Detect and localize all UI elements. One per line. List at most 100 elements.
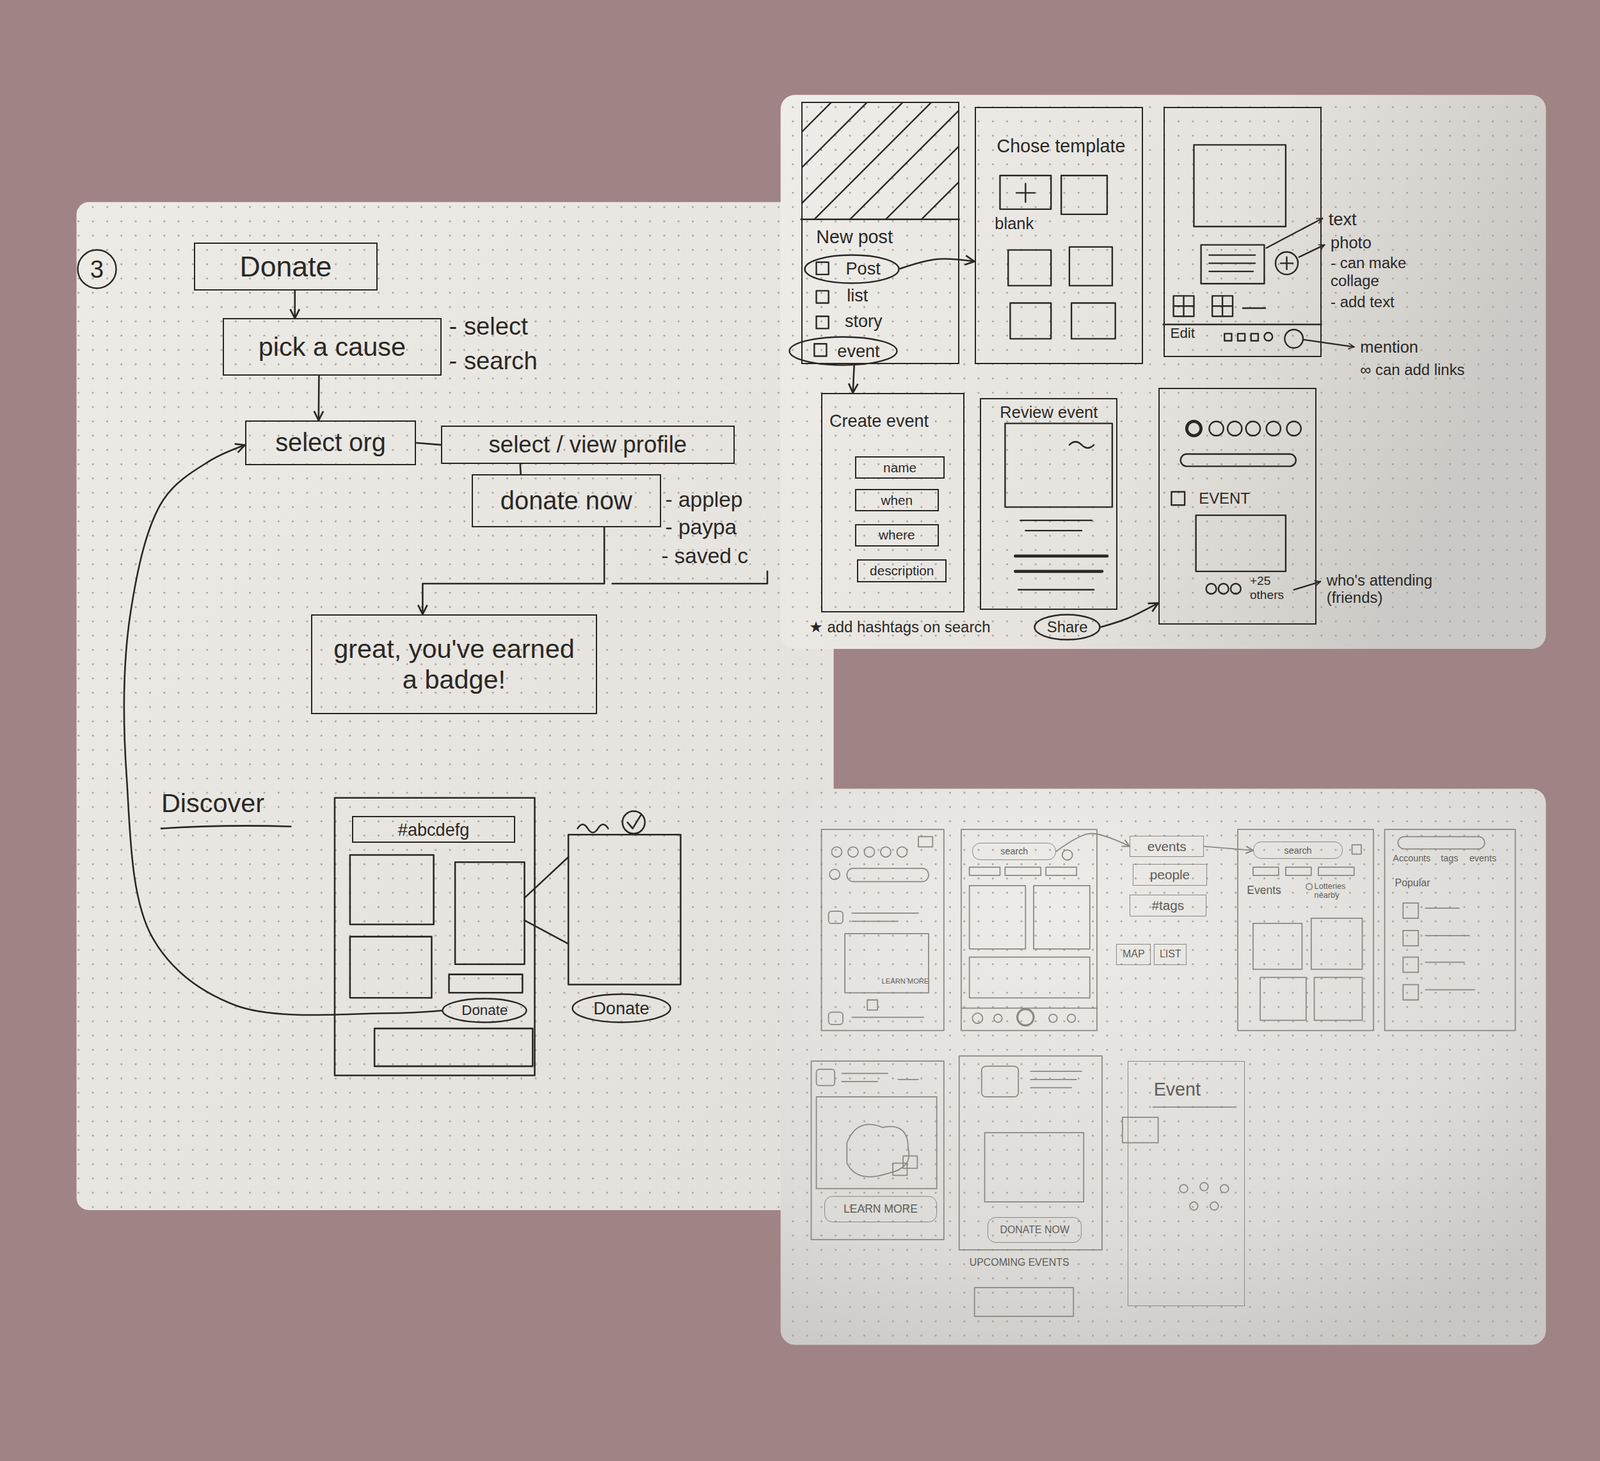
- paper: [780, 94, 1547, 649]
- check-mark: [627, 815, 642, 829]
- search-bar: search: [1253, 841, 1343, 859]
- screen-sketch: PosteventNew postliststory: [801, 101, 960, 365]
- phone-frame: [334, 798, 536, 1076]
- result-box: great, you've earned a badge!: [311, 614, 597, 715]
- text-lines: [1208, 255, 1256, 272]
- nav-icon: [1017, 1009, 1035, 1026]
- screen-sketch: namewhenwheredescriptionCreate event: [821, 392, 964, 613]
- annotation: mention: [1360, 337, 1419, 357]
- screen-sketch: Edit: [1163, 106, 1322, 358]
- text-box: [1201, 245, 1265, 285]
- grid-icon: [1173, 295, 1195, 317]
- section-label: Popular: [1395, 877, 1431, 889]
- nav-icon: [1067, 1014, 1076, 1023]
- sketch-pages: [76, 94, 1547, 1345]
- template-tile: [1061, 175, 1108, 215]
- avatar-circle: [1200, 1182, 1209, 1192]
- avatar-circle: [1230, 583, 1241, 594]
- story-circle: [831, 846, 842, 857]
- screen-text: Chose template: [997, 135, 1126, 157]
- process-box: select org: [245, 420, 417, 466]
- bullet: [1306, 883, 1313, 891]
- form-field: where: [855, 524, 939, 547]
- node-text: when: [880, 492, 913, 509]
- story-circle: [880, 846, 891, 857]
- node-text: event: [837, 341, 880, 361]
- node-text: #abcdefg: [398, 819, 470, 840]
- node-text: great, you've earned a badge!: [332, 633, 575, 695]
- tile: [1311, 918, 1363, 970]
- node-text: Donate: [593, 998, 649, 1019]
- connector: [1203, 846, 1254, 851]
- connectors: [124, 259, 1254, 1016]
- chip: [969, 867, 1001, 876]
- section-title: Discover: [161, 787, 265, 819]
- payment-note: - saved c: [661, 544, 749, 569]
- ellipse-outline: [805, 254, 900, 283]
- ellipse-outline: [789, 337, 898, 366]
- nav-bar: [374, 1028, 533, 1067]
- connector: [318, 375, 320, 421]
- node-text: 3: [90, 255, 104, 284]
- blob: [846, 1124, 909, 1177]
- plus-icon: [1016, 183, 1035, 203]
- connector: [422, 527, 605, 615]
- node-text: Post: [846, 258, 881, 279]
- post-image: [816, 1096, 937, 1189]
- dot-grid: [76, 202, 834, 1211]
- annotation: ∞ can add links: [1360, 360, 1465, 379]
- avatar-circle: [1206, 583, 1217, 594]
- nav-line: [961, 1007, 1097, 1009]
- payment-note: - paypa: [665, 515, 738, 541]
- story-circle: [864, 846, 875, 857]
- node-text: Donate: [461, 1002, 508, 1019]
- tool-icon: [1237, 333, 1245, 341]
- node-text: Share: [1047, 618, 1088, 637]
- check-badge: [622, 811, 646, 834]
- template-tile: [1069, 247, 1113, 287]
- ellipse-outline: [1034, 614, 1101, 640]
- pencil-sketch: [811, 829, 1516, 1317]
- story-circle: [1266, 421, 1281, 436]
- connector: [1056, 833, 1130, 852]
- bracket: [612, 571, 768, 584]
- filter-button: people: [1132, 864, 1208, 886]
- left-notebook-page: [76, 202, 834, 1211]
- avatar-square: [1402, 903, 1419, 919]
- tile: [1314, 977, 1363, 1021]
- toggle-button: LIST: [1153, 944, 1187, 966]
- grid-icon: [1173, 295, 1195, 317]
- process-box: pick a cause: [222, 318, 443, 376]
- ellipse-outline: [572, 993, 671, 1023]
- divider: [801, 218, 960, 221]
- small-square: [892, 1163, 907, 1176]
- avatar-square: [828, 911, 843, 924]
- tile: [969, 885, 1026, 950]
- story-circle: [896, 846, 907, 857]
- input-bar: [1397, 836, 1485, 849]
- step-number: 3: [76, 248, 118, 290]
- chip: [1285, 867, 1312, 876]
- screen-sketch: Review event: [979, 398, 1118, 611]
- add-button: [1275, 252, 1298, 275]
- annotation: - add text: [1330, 293, 1395, 312]
- screen-sketch: [1384, 829, 1516, 1031]
- tool-icon: [1284, 329, 1304, 349]
- nav-icon: [1048, 1014, 1058, 1023]
- avatar-square: [1402, 930, 1419, 946]
- story-circle: [1186, 421, 1201, 436]
- event-card: [974, 1287, 1074, 1317]
- annotation: photo: [1330, 233, 1372, 253]
- small-square: [903, 1155, 918, 1168]
- screen-sketch: EVENT+25 others: [1158, 387, 1317, 625]
- photo-box: [1193, 144, 1286, 227]
- form-field: name: [855, 456, 945, 479]
- text-lines: [1242, 307, 1266, 309]
- connector: [853, 366, 855, 393]
- section-label: UPCOMING EVENTS: [969, 1256, 1070, 1269]
- node-text: name: [883, 460, 917, 476]
- screen-sketch: Event: [1127, 1061, 1245, 1307]
- event-image: [1004, 423, 1112, 508]
- toggle-button: MAP: [1116, 944, 1151, 966]
